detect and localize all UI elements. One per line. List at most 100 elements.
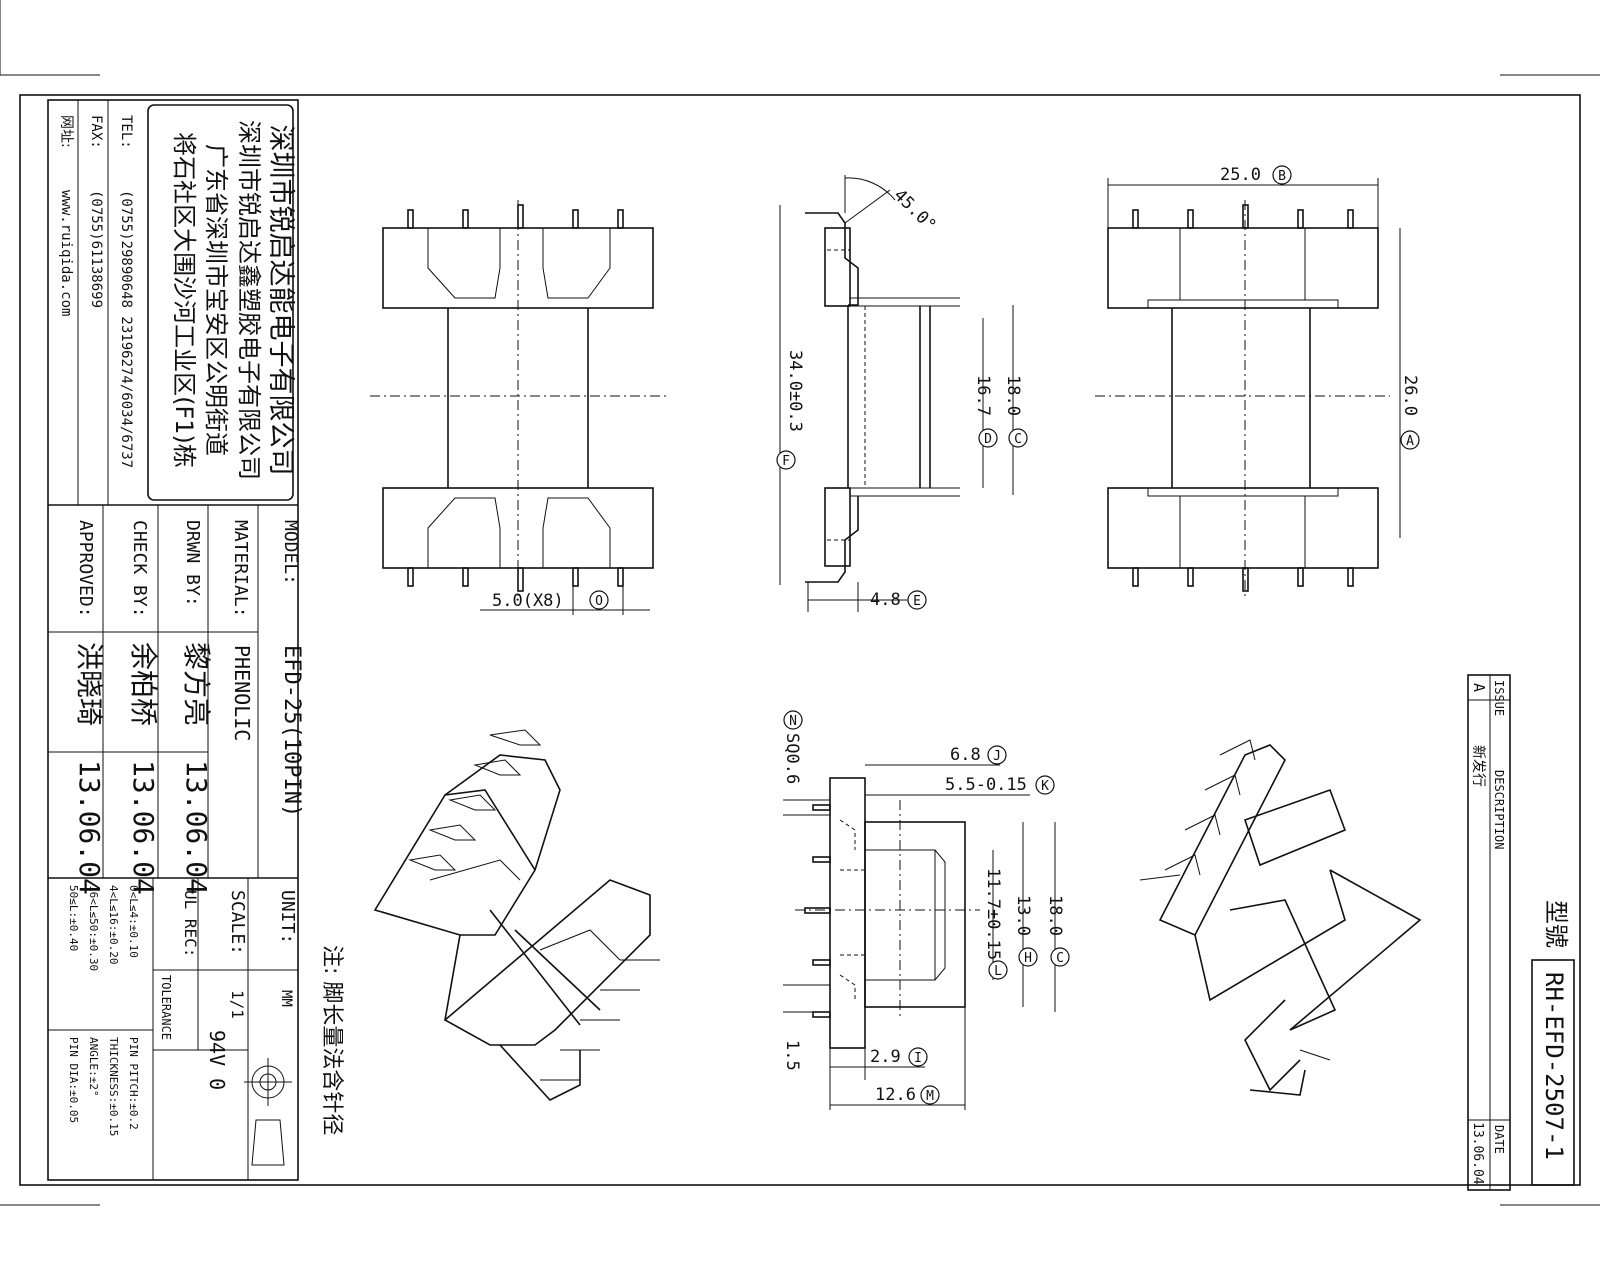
- unit-label: UNIT:: [277, 890, 298, 944]
- dim-pin-pitch: 5.0(X8): [492, 591, 564, 611]
- drawn-by-name: 黎方亮: [180, 642, 213, 726]
- model-number-label: 型號: [1542, 900, 1570, 948]
- address-line-1: 广东省深圳市宝安区公明街道: [202, 144, 230, 456]
- dim-angle: 45.0°: [889, 185, 939, 235]
- dim-letter-o: O: [595, 594, 603, 609]
- tol-b-3: ANGLE:±2°: [87, 1037, 100, 1097]
- approved-name: 洪晓琦: [73, 642, 106, 726]
- fax-label: FAX:: [88, 115, 104, 149]
- dim-marker-i: [908, 1047, 928, 1067]
- company-name: 深圳市锐启达能电子有限公司: [265, 125, 296, 476]
- approved-date: 13.06.04: [73, 760, 106, 895]
- view-bottom-left-isometric: [373, 729, 660, 1101]
- dim-window-width: 13.0: [1013, 895, 1033, 936]
- date-label: DATE: [1492, 1125, 1506, 1154]
- model-label: MODEL:: [280, 520, 301, 585]
- company-box: [147, 104, 294, 501]
- description-label: DESCRIPTION: [1492, 770, 1506, 849]
- view-bottom-middle: N SQ0.6 6.8 J 5.5-0.15 K 11.7±0.15 L 13.…: [782, 710, 1070, 1110]
- dim-letter-l: L: [994, 964, 1002, 979]
- dim-letter-b: B: [1278, 169, 1286, 184]
- dim-marker-b: [1272, 165, 1292, 185]
- dim-marker-j: [987, 745, 1007, 765]
- drawn-date: 13.06.04: [180, 760, 213, 895]
- issue-label: ISSUE: [1492, 680, 1506, 716]
- dim-window-height: 16.7: [973, 375, 993, 416]
- model-number-value: RH-EFD-2507-1: [1540, 972, 1568, 1160]
- dim-core-width: 11.7±0.15: [983, 868, 1003, 960]
- web-label: 网址:: [58, 115, 74, 148]
- dim-marker-a: [1400, 430, 1420, 450]
- drawing-border: [19, 94, 1581, 1186]
- model-number-box: [1531, 959, 1575, 1186]
- dim-pin-square: SQ0.6: [782, 733, 802, 784]
- fax-value: (0755)61138699: [88, 190, 104, 308]
- tol-a-2: 4<L≤16:±0.20: [107, 885, 120, 964]
- dim-letter-c: C: [1014, 432, 1022, 447]
- dim-marker-c: [1008, 428, 1028, 448]
- check-date: 13.06.04: [127, 760, 160, 895]
- check-by-name: 余柏桥: [127, 642, 160, 726]
- view-bottom-right-isometric: [1139, 739, 1422, 1096]
- dim-letter-j: J: [993, 749, 1001, 764]
- dim-letter-d: D: [984, 432, 992, 447]
- dim-letter-c-bottom: C: [1056, 951, 1064, 966]
- tol-b-2: THICKNESS:±0.15: [107, 1037, 120, 1136]
- dim-flange-thickness: 4.8: [870, 590, 901, 610]
- dim-overall-depth: 12.6: [875, 1085, 916, 1105]
- dim-marker-f: [776, 450, 796, 470]
- tol-a-4: 50≤L:±0.40: [67, 885, 80, 951]
- tel-label: TEL:: [118, 115, 134, 149]
- drawn-by-label: DRWN BY:: [182, 520, 203, 607]
- tel-value: (0755)29890648 23196274/6034/6737: [118, 190, 134, 468]
- web-value: www.ruiqida.com: [58, 190, 74, 316]
- ul-rec-value: 94V 0: [205, 1030, 229, 1090]
- pin-length-note: 注: 脚长量法含针径: [319, 945, 344, 1135]
- dim-letter-h: H: [1024, 951, 1032, 966]
- dim-overall-height: 34.0±0.3: [785, 350, 805, 432]
- tol-a-3: 16<L≤50:±0.30: [87, 885, 100, 971]
- dim-overall-length: 25.0: [1220, 165, 1261, 185]
- projection-symbol: [244, 1058, 292, 1166]
- view-top-right: 25.0 B 26.0 A: [1095, 165, 1420, 598]
- unit-value: MM: [278, 990, 294, 1007]
- view-top-middle: 45.0° 34.0±0.3 F 16.7 D 18.0 C 4.8 E: [776, 175, 1028, 612]
- title-block: 深圳市锐启达能电子有限公司 深圳市锐启达鑫塑胶电子有限公司 广东省深圳市宝安区公…: [47, 99, 304, 1181]
- dim-flange-width: 18.0: [1045, 895, 1065, 936]
- tolerance-list-b: PIN PITCH:±0.2 THICKNESS:±0.15 ANGLE:±2°…: [67, 1037, 140, 1136]
- material-value: PHENOLIC: [230, 645, 254, 741]
- tolerance-label: TOLERANCE: [159, 975, 173, 1040]
- dim-letter-m: M: [926, 1089, 934, 1104]
- scale-value: 1/1: [228, 990, 247, 1019]
- dim-letter-f: F: [782, 454, 790, 469]
- tol-b-4: PIN DIA:±0.05: [67, 1037, 80, 1123]
- ul-rec-label: UL REC:: [181, 890, 200, 957]
- dim-core-depth: 5.5-0.15: [945, 775, 1027, 795]
- dim-marker-o: [589, 590, 609, 610]
- dim-letter-e: E: [913, 594, 921, 609]
- dim-overall-width: 26.0: [1400, 375, 1420, 416]
- tolerance-list-a: 0<L≤4:±0.10 4<L≤16:±0.20 16<L≤50:±0.30 5…: [67, 885, 140, 971]
- dim-pin-offset: 1.5: [782, 1040, 802, 1071]
- approved-label: APPROVED:: [75, 520, 96, 618]
- dim-flange-span: 18.0: [1003, 375, 1023, 416]
- scale-label: SCALE:: [227, 890, 248, 955]
- check-by-label: CHECK BY:: [129, 520, 150, 618]
- dim-letter-k: K: [1041, 779, 1049, 794]
- dim-marker-l: [988, 960, 1008, 980]
- factory-name: 深圳市锐启达鑫塑胶电子有限公司: [235, 120, 263, 480]
- issue-value: A: [1470, 683, 1488, 692]
- revision-block: ISSUE DESCRIPTION DATE A 新发行 13.06.04 型號…: [1467, 674, 1575, 1191]
- dim-marker-n: [783, 710, 803, 730]
- dim-marker-k: [1035, 775, 1055, 795]
- dim-marker-d: [978, 428, 998, 448]
- dim-letter-i: I: [914, 1051, 922, 1066]
- dim-marker-c-bottom: [1050, 947, 1070, 967]
- description-value: 新发行: [1470, 745, 1486, 787]
- sheet-corner-marks: [0, 0, 1600, 1206]
- date-value: 13.06.04: [1470, 1122, 1485, 1185]
- address-line-2: 将石社区大围沙河工业区(F1)栋: [170, 132, 198, 468]
- model-value: EFD-25(10PIN): [279, 645, 304, 817]
- dim-bobbin-depth: 6.8: [950, 745, 981, 765]
- tol-a-1: 0<L≤4:±0.10: [127, 885, 140, 958]
